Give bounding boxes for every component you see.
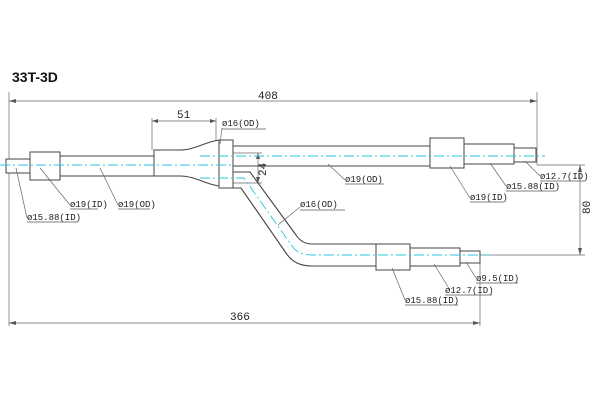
label-y-branch-od: ø16(OD) <box>222 119 260 129</box>
leader-lower-id <box>391 267 406 301</box>
leader-y-branch-od <box>219 127 223 145</box>
leader-upper-id <box>449 165 471 199</box>
arrowhead <box>210 119 216 123</box>
lower-centerline <box>200 177 490 256</box>
arrowhead <box>152 119 158 123</box>
inlet-end-tube <box>5 158 31 174</box>
label-upper-id: ø19(ID) <box>470 193 508 203</box>
leader-upper-id-reducer <box>489 162 507 187</box>
label-lower-end-id: ø9.5(ID) <box>476 274 519 284</box>
y-collar <box>218 139 234 189</box>
label-lower-id-reducer: ø12.7(ID) <box>445 286 494 296</box>
leader-inlet-od <box>99 167 119 206</box>
leader-upper-end-id <box>524 160 541 177</box>
leader-lower-id-reducer <box>433 263 451 291</box>
y-branch-body <box>153 139 223 187</box>
dimension-branch-offset: 80 <box>582 201 594 214</box>
arrowhead <box>473 321 480 325</box>
label-inlet-id: ø19(ID) <box>70 200 108 210</box>
label-lower-id: ø15.88(ID) <box>405 296 459 306</box>
arrowhead <box>9 321 16 325</box>
upper-end-tube <box>513 147 537 163</box>
dimension-y-section: 51 <box>177 110 191 122</box>
leader-inlet-id <box>39 167 71 206</box>
label-inlet-od: ø19(OD) <box>118 200 156 210</box>
label-upper-id-reducer: ø15.88(ID) <box>506 182 560 192</box>
arrowhead <box>578 165 582 172</box>
leader-inlet-id-reducer <box>15 167 28 219</box>
label-upper-end-id: ø12.7(ID) <box>540 172 589 182</box>
upper-socket <box>429 137 465 169</box>
leader-lower-od <box>277 206 301 226</box>
dimension-lower-length: 366 <box>230 312 250 324</box>
arrowhead <box>530 99 537 103</box>
model-title: 33T-3D <box>12 69 58 85</box>
dimension-branch-gap: 24 <box>258 162 270 176</box>
leader-lower-end-id <box>465 261 477 279</box>
label-upper-od: ø19(OD) <box>345 175 383 185</box>
label-inlet-id-reducer: ø15.88(ID) <box>27 213 81 223</box>
inlet-socket <box>29 151 61 181</box>
lower-pipe-top <box>233 171 376 245</box>
dimension-total-length: 408 <box>258 91 278 103</box>
arrowhead <box>578 248 582 255</box>
leader-upper-od <box>327 163 346 181</box>
upper-reducer <box>463 143 515 165</box>
lower-pipe-bottom <box>233 187 376 267</box>
lower-reducer <box>409 247 461 267</box>
arrowhead <box>256 177 260 183</box>
lower-socket <box>375 243 411 271</box>
label-lower-od: ø16(OD) <box>300 200 338 210</box>
arrowhead <box>9 99 16 103</box>
lower-end-tube <box>459 250 481 264</box>
